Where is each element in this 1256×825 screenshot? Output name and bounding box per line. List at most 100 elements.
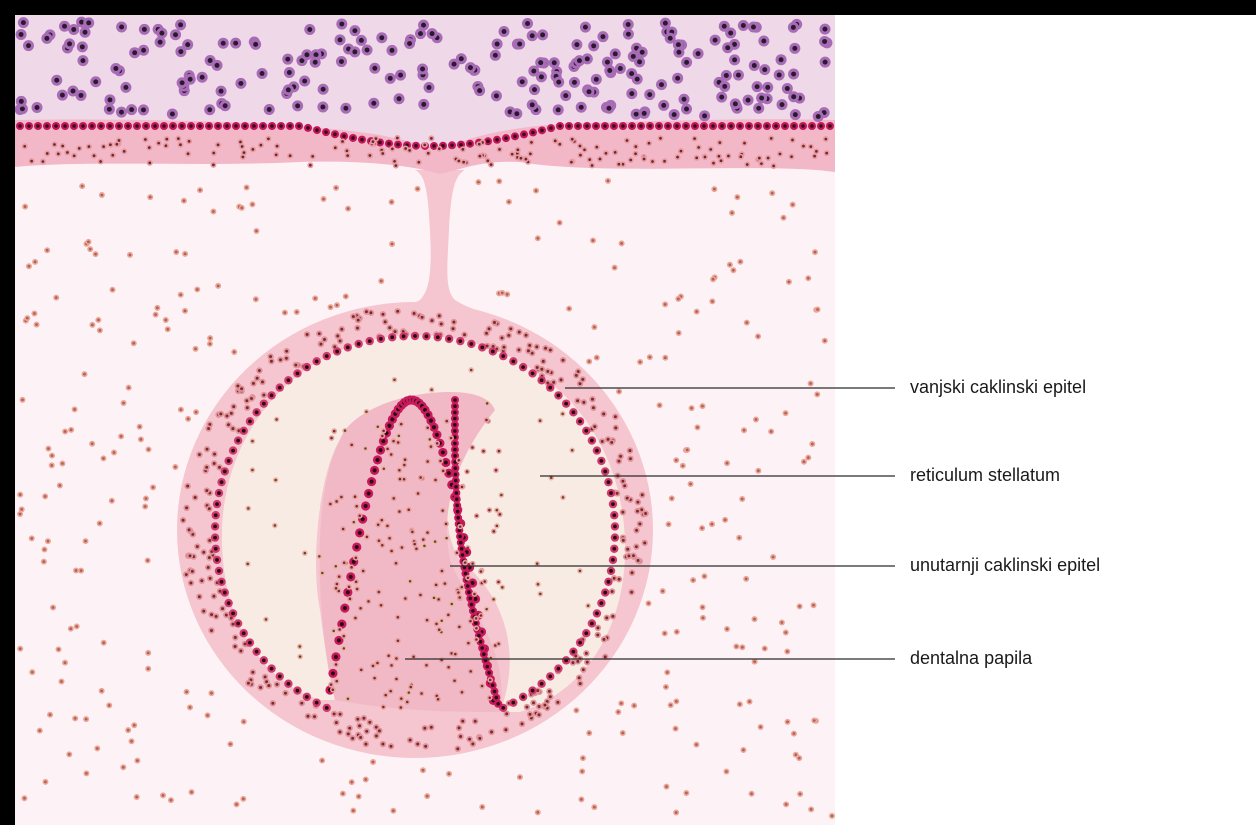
enamel-organ-cell-nucleus xyxy=(208,539,211,542)
mesenchyme-cell-nucleus xyxy=(791,203,794,206)
enamel-organ-cell-nucleus xyxy=(356,327,359,330)
outer-epithelium-cell-nucleus xyxy=(215,502,219,506)
papilla-cell-nucleus xyxy=(373,677,376,680)
mesenchyme-cell-nucleus xyxy=(416,187,419,190)
epithelial-cell-nucleus xyxy=(668,36,673,41)
basal-cell-nucleus xyxy=(774,124,778,128)
epithelial-cell-nucleus xyxy=(359,38,364,43)
papilla-cell-nucleus xyxy=(404,597,407,600)
enamel-organ-cell-nucleus xyxy=(605,616,608,619)
enamel-organ-cell-nucleus xyxy=(607,438,610,441)
outer-epithelium-cell-nucleus xyxy=(305,695,309,699)
papilla-cell-nucleus xyxy=(343,562,346,565)
suprabasal-cell-nucleus xyxy=(148,146,151,149)
enamel-organ-cell-nucleus xyxy=(313,715,316,718)
epithelial-cell-nucleus xyxy=(762,67,767,72)
suprabasal-cell-nucleus xyxy=(148,162,151,165)
suprabasal-cell-nucleus xyxy=(758,157,761,160)
suprabasal-cell-nucleus xyxy=(241,145,244,148)
outer-epithelium-cell-nucleus xyxy=(227,601,231,605)
stellate-cell-nucleus xyxy=(398,435,401,438)
enamel-organ-cell-nucleus xyxy=(382,313,385,316)
mesenchyme-cell-nucleus xyxy=(689,483,692,486)
inner-epithelium-cell-nucleus xyxy=(453,398,457,402)
mesenchyme-cell-nucleus xyxy=(757,469,760,472)
enamel-organ-cell-nucleus xyxy=(636,501,639,504)
basal-cell-nucleus xyxy=(63,124,67,128)
epithelial-cell-nucleus xyxy=(285,57,290,62)
epithelial-cell-nucleus xyxy=(71,27,76,32)
papilla-cell-nucleus xyxy=(406,701,409,704)
suprabasal-cell-nucleus xyxy=(457,160,460,163)
suprabasal-cell-nucleus xyxy=(177,137,180,140)
mesenchyme-cell-nucleus xyxy=(284,311,287,314)
papilla-cell-nucleus xyxy=(355,581,358,584)
suprabasal-cell-nucleus xyxy=(242,156,245,159)
epithelial-cell-nucleus xyxy=(759,96,764,101)
basal-cell-nucleus xyxy=(531,131,535,135)
inner-epithelium-cell-nucleus xyxy=(447,471,451,475)
papilla-cell-nucleus xyxy=(338,575,341,578)
epithelial-cell-nucleus xyxy=(640,50,645,55)
basal-cell-nucleus xyxy=(279,124,283,128)
suprabasal-cell-nucleus xyxy=(243,151,246,154)
suprabasal-cell-nucleus xyxy=(525,158,528,161)
basal-cell-nucleus xyxy=(756,124,760,128)
enamel-organ-cell-nucleus xyxy=(210,629,213,632)
inner-epithelium-cell-nucleus xyxy=(337,638,341,642)
outer-epithelium-cell-nucleus xyxy=(603,591,607,595)
suprabasal-cell-nucleus xyxy=(239,141,242,144)
epithelial-cell-nucleus xyxy=(634,112,639,117)
mesenchyme-cell-nucleus xyxy=(42,560,45,563)
epithelial-cell-nucleus xyxy=(525,21,530,26)
stellate-cell-nucleus xyxy=(246,563,249,566)
papilla-cell-nucleus xyxy=(461,486,464,489)
suprabasal-cell-nucleus xyxy=(579,145,582,148)
label-outer-enamel-epithelium: vanjski caklinski epitel xyxy=(910,376,1086,398)
mesenchyme-cell-nucleus xyxy=(633,704,636,707)
mesenchyme-cell-nucleus xyxy=(140,438,143,441)
papilla-cell-nucleus xyxy=(446,420,449,423)
mesenchyme-cell-nucleus xyxy=(788,280,791,283)
suprabasal-cell-nucleus xyxy=(486,159,489,162)
epithelial-cell-nucleus xyxy=(637,59,642,64)
enamel-organ-cell-nucleus xyxy=(390,745,393,748)
enamel-organ-cell-nucleus xyxy=(306,333,309,336)
mesenchyme-cell-nucleus xyxy=(519,776,522,779)
epithelial-cell-nucleus xyxy=(626,32,631,37)
enamel-organ-cell-nucleus xyxy=(198,453,201,456)
enamel-organ-cell-nucleus xyxy=(546,370,549,373)
epithelial-cell-nucleus xyxy=(80,58,85,63)
epithelial-cell-nucleus xyxy=(752,63,757,68)
mesenchyme-cell-nucleus xyxy=(743,429,746,432)
suprabasal-cell-nucleus xyxy=(99,160,102,163)
papilla-cell-nucleus xyxy=(335,663,338,666)
mesenchyme-cell-nucleus xyxy=(60,680,63,683)
inner-epithelium-cell-nucleus xyxy=(387,424,391,428)
outer-epithelium-cell-nucleus xyxy=(248,419,252,423)
epithelial-cell-nucleus xyxy=(398,73,403,78)
suprabasal-cell-nucleus xyxy=(643,158,646,161)
outer-epithelium-cell-nucleus xyxy=(521,365,525,369)
epithelial-cell-nucleus xyxy=(583,25,588,30)
suprabasal-cell-nucleus xyxy=(743,142,746,145)
papilla-cell-nucleus xyxy=(397,639,400,642)
enamel-organ-cell-nucleus xyxy=(440,322,443,325)
suprabasal-cell-nucleus xyxy=(479,155,482,158)
enamel-organ-cell-nucleus xyxy=(358,724,361,727)
papilla-cell-nucleus xyxy=(335,680,338,683)
mesenchyme-cell-nucleus xyxy=(179,293,182,296)
enamel-organ-cell-nucleus xyxy=(613,577,616,580)
basal-cell-nucleus xyxy=(333,132,337,136)
suprabasal-cell-nucleus xyxy=(648,142,651,145)
suprabasal-cell-nucleus xyxy=(554,140,557,143)
stellate-cell-nucleus xyxy=(332,630,335,633)
epithelial-cell-nucleus xyxy=(388,76,393,81)
basal-cell-nucleus xyxy=(558,124,562,128)
papilla-cell-nucleus xyxy=(457,459,460,462)
papilla-cell-nucleus xyxy=(378,539,381,542)
mesenchyme-cell-nucleus xyxy=(757,335,760,338)
suprabasal-cell-nucleus xyxy=(746,163,749,166)
enamel-organ-cell-nucleus xyxy=(535,345,538,348)
suprabasal-cell-nucleus xyxy=(438,147,441,150)
